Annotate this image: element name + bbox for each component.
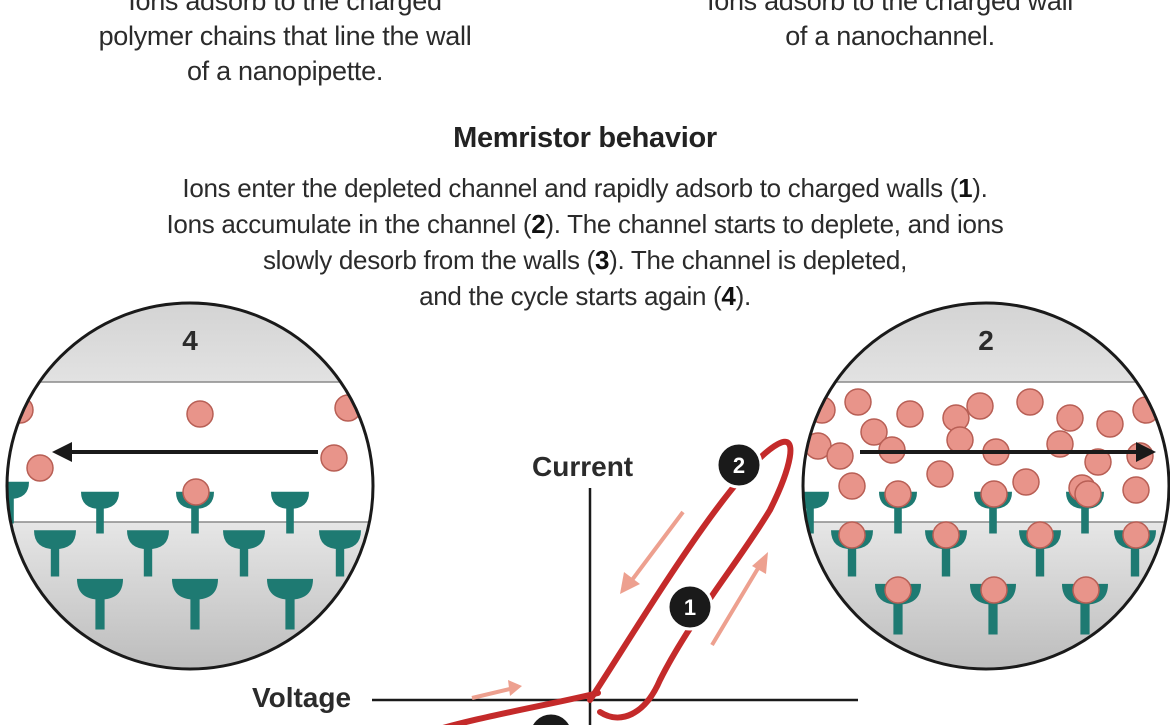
receptor-icon — [172, 578, 218, 630]
ion-icon — [1126, 442, 1154, 470]
ion-icon — [1074, 480, 1102, 508]
caption-right-line: of a nanochannel. — [785, 21, 995, 51]
description-text: and the cycle starts again ( — [419, 281, 722, 311]
ion-icon — [932, 521, 960, 549]
receptor-icon — [267, 578, 313, 630]
ion-icon — [980, 480, 1008, 508]
ion-icon — [186, 400, 214, 428]
step-number: 3 — [594, 245, 610, 275]
caption-left: Ions adsorb to the charged polymer chain… — [40, 0, 530, 89]
y-axis-label: Current — [532, 451, 633, 482]
ion-icon — [966, 392, 994, 420]
description-line: and the cycle starts again (4). — [100, 278, 1070, 314]
description-line: Ions enter the depleted channel and rapi… — [100, 170, 1070, 206]
caption-left-line: polymer chains that line the wall — [98, 21, 472, 51]
ion-icon — [884, 480, 912, 508]
iv-graph: Current Voltage 1 2 — [252, 438, 858, 725]
ion-icon — [926, 460, 954, 488]
badge-partial — [529, 711, 573, 725]
receptor-icon — [319, 530, 361, 577]
ion-icon — [26, 454, 54, 482]
svg-text:2: 2 — [733, 453, 745, 478]
direction-arrows — [471, 510, 768, 700]
ion-icon — [844, 388, 872, 416]
description-line: slowly desorb from the walls (3). The ch… — [100, 242, 1070, 278]
left-channel-circle: 4 — [5, 301, 375, 671]
caption-right-line: Ions adsorb to the charged wall — [707, 0, 1073, 16]
receptor-icon — [127, 530, 169, 577]
right-channel-circle: 2 — [801, 301, 1170, 671]
hysteresis-loop-upper — [587, 438, 794, 721]
ion-icon — [808, 396, 836, 424]
section-title: Memristor behavior — [453, 122, 717, 154]
receptor-icon — [7, 481, 29, 524]
x-axis-label: Voltage — [252, 682, 351, 713]
svg-text:1: 1 — [684, 595, 696, 620]
right-circle-border — [801, 301, 1170, 671]
description-text: slowly desorb from the walls ( — [262, 245, 595, 275]
ion-icon — [1016, 388, 1044, 416]
ion-icon — [1122, 476, 1150, 504]
receptor-icon — [81, 491, 119, 534]
ion-icon — [1084, 448, 1112, 476]
receptor-icon — [271, 491, 309, 534]
description-text: ). The channel starts to deplete, and io… — [545, 209, 1004, 239]
description-line: Ions accumulate in the channel (2). The … — [100, 206, 1070, 242]
hysteresis-loop-lower — [442, 690, 601, 725]
ion-icon — [1096, 410, 1124, 438]
description-text: Ions enter the depleted channel and rapi… — [182, 173, 959, 203]
ion-icon — [838, 472, 866, 500]
ion-icon — [860, 418, 888, 446]
ion-icon — [1122, 521, 1150, 549]
receptor-icon — [223, 530, 265, 577]
step-number: 1 — [958, 173, 973, 203]
caption-left-line: of a nanopipette. — [186, 56, 384, 86]
left-circle-number: 4 — [182, 325, 198, 356]
receptor-icon — [34, 530, 76, 577]
left-circle-border — [5, 301, 375, 671]
ion-icon — [1012, 468, 1040, 496]
ion-icon — [826, 442, 854, 470]
step-number: 4 — [721, 281, 736, 311]
receptor-icon — [77, 578, 123, 630]
ion-icon — [896, 400, 924, 428]
description-text: ). The channel is depleted, — [609, 245, 908, 275]
badge-1: 1 — [666, 583, 714, 631]
ion-icon — [884, 576, 912, 604]
step-number: 2 — [531, 209, 546, 239]
caption-right: Ions adsorb to the charged wall of a nan… — [640, 0, 1140, 54]
receptor-icon — [803, 491, 829, 534]
ion-icon — [980, 576, 1008, 604]
section-description: Ions enter the depleted channel and rapi… — [100, 170, 1070, 314]
ion-icon — [182, 478, 210, 506]
receptor-group — [7, 481, 361, 630]
ion-icon — [1072, 576, 1100, 604]
ion-icon — [320, 444, 348, 472]
caption-left-line: Ions adsorb to the charged — [128, 0, 442, 16]
ion-icon — [946, 426, 974, 454]
ion-icon — [1026, 521, 1054, 549]
ion-group — [804, 388, 1160, 604]
badge-2: 2 — [715, 441, 763, 489]
ion-icon — [1056, 404, 1084, 432]
description-text: ). — [972, 173, 988, 203]
description-text: Ions accumulate in the channel ( — [166, 209, 532, 239]
right-circle-number: 2 — [978, 325, 994, 356]
description-text: ). — [735, 281, 752, 311]
ion-icon — [838, 521, 866, 549]
